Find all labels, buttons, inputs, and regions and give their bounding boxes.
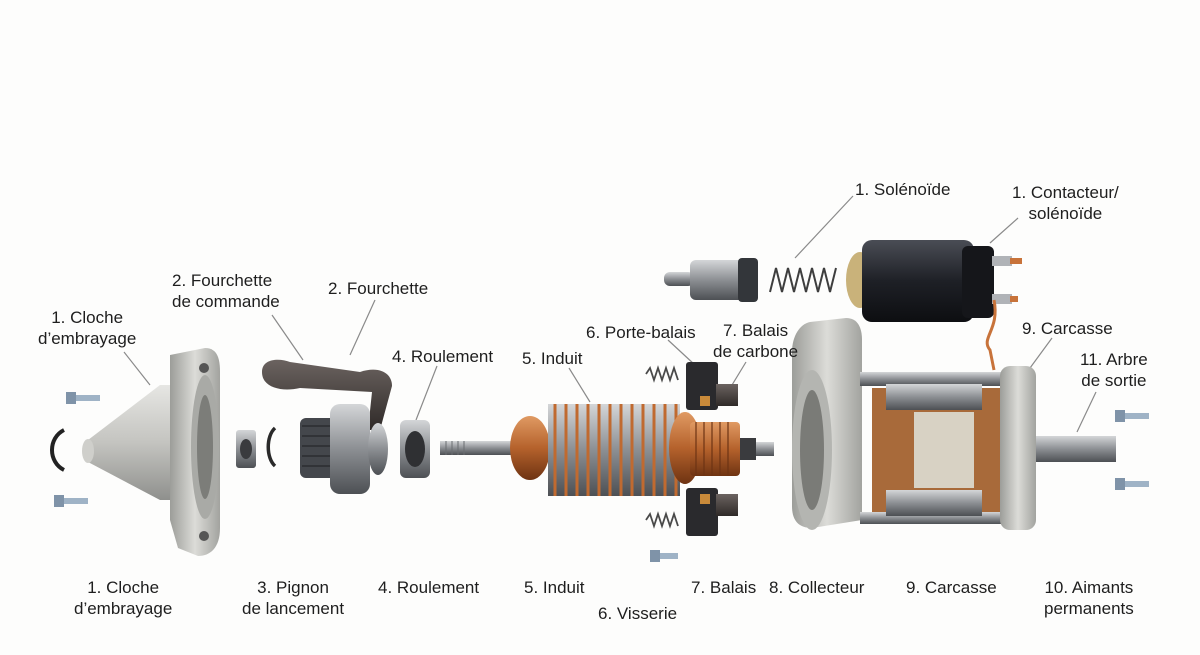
- cloche-housing: [82, 348, 220, 556]
- label-carcasse-bottom: 9. Carcasse: [906, 578, 997, 597]
- label-cloche-embrayage-top: 1. Cloche d’embrayage: [38, 308, 137, 348]
- label-induit-top: 5. Induit: [522, 349, 583, 368]
- label-induit-bottom: 5. Induit: [524, 578, 585, 597]
- pinion-and-fork: [262, 359, 392, 494]
- label-arbre-sortie: 11. Arbre de sortie: [1080, 350, 1148, 390]
- armature: [440, 404, 774, 496]
- label-carcasse-top: 9. Carcasse: [1022, 319, 1113, 338]
- small-bearing: [236, 430, 256, 468]
- label-cloche-embrayage-bottom: 1. Cloche d’embrayage: [74, 578, 173, 618]
- label-aimants-permanents: 10. Aimants permanents: [1044, 578, 1134, 618]
- label-balais-carbone: 7. Balais de carbone: [713, 321, 799, 361]
- label-fourchette-commande: 2. Fourchette de commande: [172, 271, 280, 311]
- label-fourchette: 2. Fourchette: [328, 279, 429, 298]
- left-screws: [50, 392, 277, 507]
- label-pignon-lancement: 3. Pignon de lancement: [242, 578, 345, 618]
- label-solenoide: 1. Solénoïde: [855, 180, 951, 199]
- label-visserie: 6. Visserie: [598, 604, 678, 623]
- label-collecteur: 8. Collecteur: [769, 578, 865, 597]
- label-roulement-bottom: 4. Roulement: [378, 578, 480, 597]
- brush-holders: [645, 362, 738, 562]
- leader-lines: [123, 195, 1097, 433]
- motor-frame: [792, 318, 1149, 530]
- label-porte-balais: 6. Porte-balais: [586, 323, 696, 342]
- bearing: [400, 420, 430, 478]
- label-contacteur-solenoide: 1. Contacteur/ solénoïde: [1012, 183, 1119, 223]
- solenoid-assembly: [664, 240, 1022, 371]
- label-balais: 7. Balais: [691, 578, 757, 597]
- label-roulement-top: 4. Roulement: [392, 347, 494, 366]
